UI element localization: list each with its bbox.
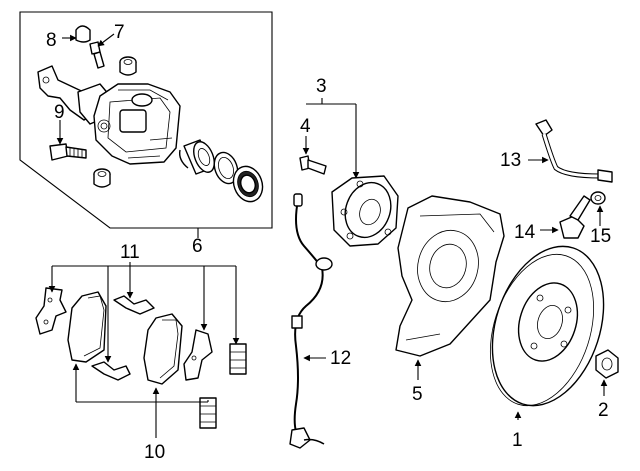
guide-pin-boot-lower [93, 168, 111, 188]
caliper-body [93, 83, 181, 165]
pad-clip-right [183, 329, 213, 381]
abutment-clip-upper [113, 295, 155, 315]
callout-2: 2 [598, 400, 609, 421]
caliper-kit-group [19, 11, 273, 238]
callout-11: 11 [120, 242, 140, 263]
wheel-hub-assembly [331, 104, 399, 247]
callout-4: 4 [300, 116, 311, 137]
wear-indicator-lower [199, 397, 217, 429]
banjo-bolt [540, 195, 591, 239]
piston-seal [213, 151, 239, 185]
bleeder-screw [89, 41, 105, 69]
brake-dust-shield [395, 195, 505, 380]
callout-14: 14 [514, 222, 536, 243]
callout-8: 8 [46, 30, 57, 51]
abutment-clip-lower [91, 361, 131, 381]
caliper-kit-frame [19, 11, 273, 229]
callout-1: 1 [512, 430, 523, 451]
wheel-stud [299, 136, 327, 175]
brake-hose [528, 119, 613, 183]
callout-5: 5 [412, 384, 423, 405]
guide-pin-boot-upper [119, 56, 137, 76]
caliper-piston [178, 139, 215, 175]
bleeder-cap [75, 25, 91, 43]
wear-indicator-upper [229, 343, 247, 375]
brake-pad-outer [67, 291, 107, 363]
hub-nut [595, 349, 619, 396]
pad-clip-left [35, 287, 67, 335]
callout-3: 3 [316, 76, 327, 97]
wheel-speed-sensor [289, 193, 333, 449]
brake-pad-inner [143, 313, 183, 385]
brake-rotor [489, 245, 605, 420]
callout-6: 6 [192, 236, 203, 257]
brake-pad-group [35, 262, 247, 438]
hub-leader-bracket [306, 98, 356, 105]
callout-12: 12 [330, 348, 351, 369]
callout-10: 10 [144, 442, 165, 463]
callout-13: 13 [500, 150, 521, 171]
sealing-washer [590, 191, 606, 226]
callout-9: 9 [54, 102, 65, 123]
callout-15: 15 [590, 226, 611, 247]
piston-dust-boot [232, 165, 264, 203]
callout-7: 7 [114, 22, 125, 43]
caliper-bolt [49, 143, 87, 161]
